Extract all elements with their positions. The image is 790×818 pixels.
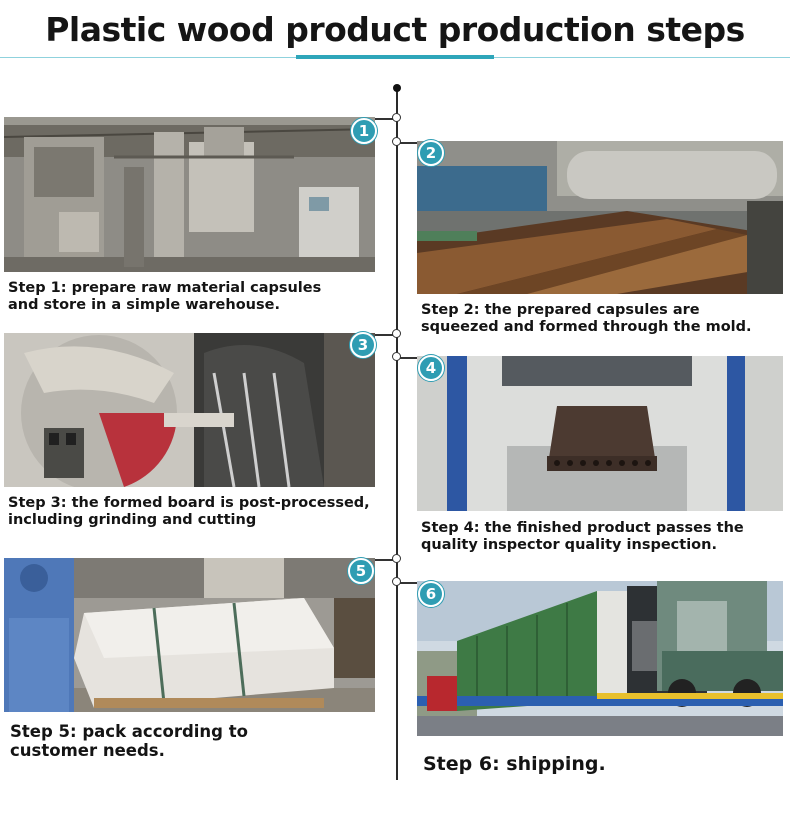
step-4-photo bbox=[417, 356, 783, 511]
timeline-line bbox=[396, 87, 398, 780]
title-divider-accent bbox=[296, 55, 494, 59]
step-2-caption: Step 2: the prepared capsules are squeez… bbox=[421, 302, 781, 336]
timeline-node-2 bbox=[392, 137, 401, 146]
step-5-caption-line-2: customer needs. bbox=[10, 741, 165, 760]
step-4-caption: Step 4: the finished product passes the … bbox=[421, 520, 781, 554]
timeline-connector-5 bbox=[375, 559, 397, 561]
step-6-caption-line-1: Step 6: shipping. bbox=[423, 753, 606, 775]
timeline-connector-3 bbox=[375, 334, 397, 336]
step-2-badge: 2 bbox=[418, 140, 444, 166]
step-5-badge: 5 bbox=[348, 558, 374, 584]
step-4-caption-line-2: quality inspector quality inspection. bbox=[421, 537, 717, 553]
timeline-connector-4 bbox=[397, 357, 419, 359]
step-3-photo bbox=[4, 333, 375, 487]
step-5-caption-line-1: Step 5: pack according to bbox=[10, 722, 248, 741]
step-5-caption: Step 5: pack according to customer needs… bbox=[10, 722, 390, 760]
timeline-node-4 bbox=[392, 352, 401, 361]
step-5-photo bbox=[4, 558, 375, 712]
step-2-caption-line-2: squeezed and formed through the mold. bbox=[421, 319, 752, 335]
step-3-caption: Step 3: the formed board is post-process… bbox=[8, 495, 393, 529]
timeline-connector-1 bbox=[375, 118, 397, 120]
timeline-start-dot bbox=[393, 84, 401, 92]
step-6-photo bbox=[417, 581, 783, 736]
timeline-node-6 bbox=[392, 577, 401, 586]
timeline-connector-6 bbox=[397, 582, 419, 584]
step-1-caption: Step 1: prepare raw material capsules an… bbox=[8, 280, 388, 314]
page-title: Plastic wood product production steps bbox=[45, 10, 745, 49]
step-2-caption-line-1: Step 2: the prepared capsules are bbox=[421, 302, 700, 318]
step-3-caption-line-2: including grinding and cutting bbox=[8, 512, 257, 528]
step-3-caption-line-1: Step 3: the formed board is post-process… bbox=[8, 495, 370, 511]
step-1-photo bbox=[4, 117, 375, 272]
timeline-node-3 bbox=[392, 329, 401, 338]
step-1-badge: 1 bbox=[351, 118, 377, 144]
step-1-caption-line-2: and store in a simple warehouse. bbox=[8, 297, 280, 313]
step-1-caption-line-1: Step 1: prepare raw material capsules bbox=[8, 280, 322, 296]
step-6-caption: Step 6: shipping. bbox=[423, 753, 783, 775]
step-3-badge: 3 bbox=[350, 332, 376, 358]
step-2-photo bbox=[417, 141, 783, 294]
timeline-connector-2 bbox=[397, 142, 419, 144]
step-4-caption-line-1: Step 4: the finished product passes the bbox=[421, 520, 744, 536]
timeline-node-1 bbox=[392, 113, 401, 122]
timeline-node-5 bbox=[392, 554, 401, 563]
step-4-badge: 4 bbox=[418, 355, 444, 381]
step-6-badge: 6 bbox=[418, 581, 444, 607]
